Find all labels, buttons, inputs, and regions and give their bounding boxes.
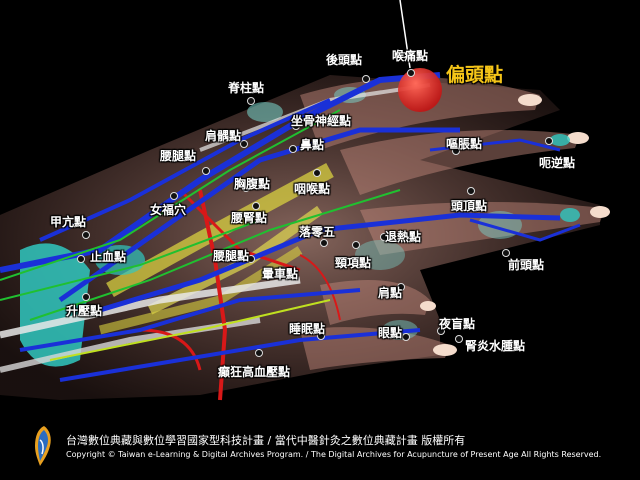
acupoint-label-ouzhang: 嘔脹點: [446, 137, 483, 151]
acupoint-label-yemang: 夜盲點: [439, 317, 476, 331]
acupoint-marker: [502, 249, 510, 257]
acupoint-label-houtong: 喉痛點: [392, 49, 429, 63]
acupoint-label-eni: 呃逆點: [539, 156, 576, 170]
acupoint-marker: [352, 241, 360, 249]
acupoint-marker: [362, 75, 370, 83]
acupoint-label-jiakang: 甲亢點: [50, 215, 87, 229]
acupoint-label-touding: 頭頂點: [451, 199, 488, 213]
acupoint-marker: [247, 255, 255, 263]
acupoint-marker: [240, 140, 248, 148]
footer-chinese-text: 台灣數位典藏與數位學習國家型科技計畫 / 當代中醫針灸之數位典藏計畫 版權所有: [66, 434, 466, 447]
acupoint-marker: [289, 145, 297, 153]
acupoint-label-tuire: 退熱點: [385, 230, 422, 244]
acupoint-label-shenyan: 腎炎水腫點: [465, 339, 526, 353]
acupoint-marker: [317, 332, 325, 340]
acupoint-label-bi: 鼻點: [300, 138, 325, 152]
acupoint-marker: [252, 202, 260, 210]
acupoint-marker: [242, 184, 250, 192]
acupoint-marker: [77, 255, 85, 263]
acupoint-marker: [320, 239, 328, 247]
acupoint-marker: [437, 327, 445, 335]
acupoint-label-qiantou: 前頭點: [508, 258, 545, 272]
copyright-footer: 台灣數位典藏與數位學習國家型科技計畫 / 當代中醫針灸之數位典藏計畫 版權所有 …: [0, 420, 640, 480]
acupoint-marker: [82, 231, 90, 239]
acupoint-marker: [397, 283, 405, 291]
acupoint-marker: [402, 333, 410, 341]
acupoint-marker: [380, 233, 388, 241]
acupoint-label-jianyu: 肩髃點: [205, 129, 242, 143]
acupoint-label-shengya: 升壓點: [66, 304, 103, 318]
acupoint-marker: [313, 169, 321, 177]
acupoint-label-piantou-highlighted: 偏頭點: [446, 64, 504, 86]
acupoint-marker: [452, 147, 460, 155]
acupoint-label-luoling: 落零五: [299, 225, 336, 239]
acupoint-label-jizhu: 脊柱點: [228, 81, 265, 95]
acupoint-label-shuimian: 睡眠點: [289, 322, 326, 336]
acupoint-label-jingxiang: 頸項點: [335, 256, 372, 270]
acupoint-marker: [82, 293, 90, 301]
acupoint-label-yan: 眼點: [378, 326, 403, 340]
acupoint-marker: [247, 97, 255, 105]
acupoint-label-nvfu: 女福穴: [150, 203, 187, 217]
acupoint-label-zhixue: 止血點: [90, 250, 127, 264]
acupoint-marker: [455, 335, 463, 343]
acupoint-label-jian: 肩點: [378, 286, 403, 300]
footer-english-text: Copyright © Taiwan e-Learning & Digital …: [66, 450, 602, 459]
acupoint-label-yaoshen: 腰腎點: [231, 211, 268, 225]
acupoint-marker: [292, 122, 300, 130]
acupoint-label-yaotui-2: 腰腿點: [213, 249, 250, 263]
acupoint-marker: [545, 137, 553, 145]
acupoint-label-dianxian: 癲狂高血壓點: [218, 365, 291, 379]
acupoint-marker: [407, 69, 415, 77]
acupoint-marker: [255, 349, 263, 357]
acupoint-label-zuogu: 坐骨神經點: [291, 114, 352, 128]
acupoint-label-yaotui: 腰腿點: [160, 149, 197, 163]
acupoint-label-xiongfu: 胸腹點: [234, 177, 271, 191]
acupoint-label-houtou: 後頭點: [326, 53, 363, 67]
taiwan-logo-icon: [35, 426, 51, 466]
acupoint-label-yanhou: 咽喉點: [294, 182, 331, 196]
acupoint-marker: [265, 267, 273, 275]
acupoint-marker: [467, 187, 475, 195]
acupoint-marker: [170, 192, 178, 200]
acupoint-label-yunche: 暈車點: [262, 267, 299, 281]
acupoint-marker: [202, 167, 210, 175]
